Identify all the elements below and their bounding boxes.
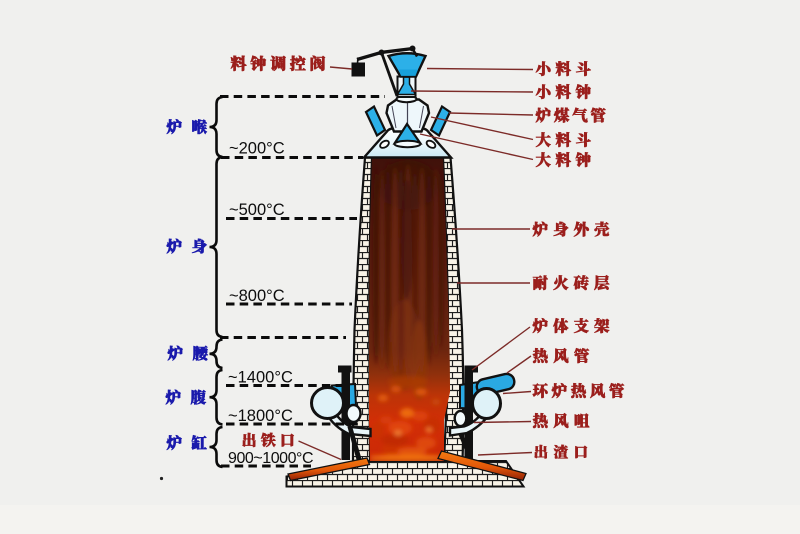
svg-text:900~1000°C: 900~1000°C — [228, 450, 313, 467]
svg-text:~800°C: ~800°C — [229, 287, 285, 305]
svg-text:~1800°C: ~1800°C — [228, 407, 293, 425]
svg-text:~500°C: ~500°C — [229, 201, 285, 219]
svg-text:~1400°C: ~1400°C — [228, 369, 293, 387]
svg-text:~200°C: ~200°C — [229, 140, 285, 158]
